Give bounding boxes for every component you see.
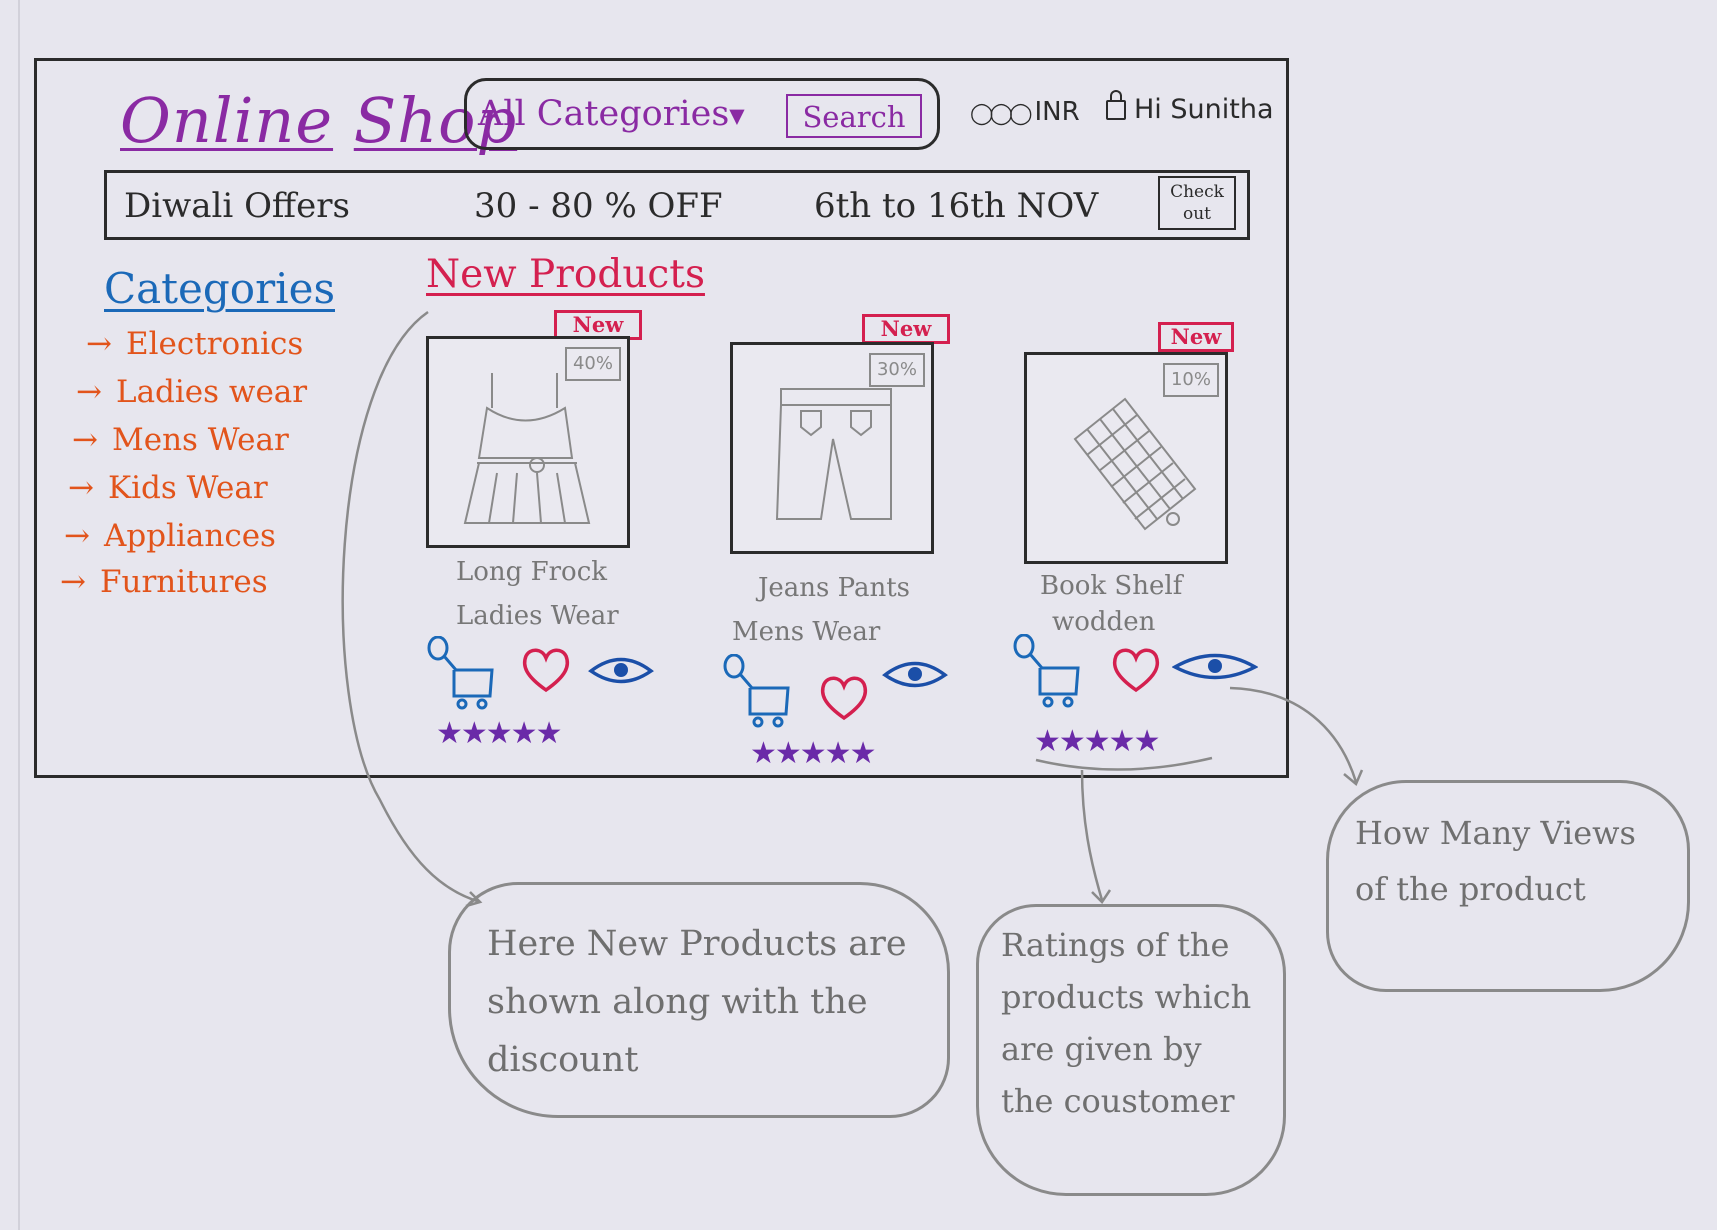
offer-banner — [104, 170, 1250, 240]
category-dropdown-label: All Categories — [478, 94, 730, 134]
sidebar-item-mens-wear[interactable]: → Mens Wear — [72, 420, 289, 460]
sidebar-item-appliances[interactable]: → Appliances — [64, 516, 276, 556]
money-icon: ◯◯◯ — [970, 101, 1032, 125]
new-badge: New — [1158, 322, 1234, 352]
discount-badge: 10% — [1163, 363, 1219, 397]
sidebar-item-label: Kids Wear — [107, 470, 268, 506]
product-category: wodden — [1052, 607, 1156, 637]
cart-icon[interactable] — [722, 654, 794, 730]
arrow-right-icon: → — [72, 422, 98, 458]
offer-discount: 30 - 80 % OFF — [474, 186, 723, 226]
annotation-new-products: Here New Products are shown along with t… — [448, 882, 950, 1118]
discount-badge: 30% — [869, 353, 925, 387]
product-category: Ladies Wear — [456, 601, 619, 631]
categories-heading: Categories — [104, 264, 335, 313]
cart-icon[interactable] — [426, 636, 498, 712]
annotation-views: How Many Views of the product — [1326, 780, 1690, 992]
lock-icon — [1106, 90, 1126, 120]
heart-icon[interactable] — [818, 674, 870, 722]
logo-word-online: Online — [120, 84, 334, 157]
arrow-right-icon: → — [86, 326, 112, 362]
product-name[interactable]: Book Shelf — [1040, 571, 1183, 601]
checkout-label-line2: out — [1182, 204, 1211, 224]
product-image[interactable]: 10% — [1024, 352, 1228, 564]
product-category: Mens Wear — [732, 617, 881, 647]
arrow-right-icon: → — [68, 470, 94, 506]
product-actions — [722, 654, 962, 730]
sidebar-item-furnitures[interactable]: → Furnitures — [60, 562, 268, 602]
pants-icon — [775, 388, 892, 520]
product-actions — [1012, 634, 1258, 710]
browser-frame — [34, 58, 1289, 778]
rating-stars: ★★★★★ — [436, 716, 562, 751]
heart-icon[interactable] — [1110, 646, 1162, 694]
cart-icon[interactable] — [1012, 634, 1084, 710]
discount-badge: 40% — [565, 347, 621, 381]
logo[interactable]: Online Shop — [120, 84, 517, 157]
annotation-ratings: Ratings of the products which are given … — [976, 904, 1286, 1196]
eye-icon[interactable] — [882, 658, 948, 692]
search-bar — [464, 78, 940, 150]
product-card[interactable]: New 40% Long Frock Ladies Wear ★★★★★ — [426, 310, 696, 780]
arrow-right-icon: → — [76, 374, 102, 410]
currency-selector[interactable]: ◯◯◯INR — [970, 94, 1080, 130]
checkout-label-line1: Check — [1170, 182, 1224, 202]
eye-icon[interactable] — [1172, 650, 1258, 684]
new-products-heading: New Products — [426, 252, 705, 297]
sidebar-item-label: Furnitures — [99, 564, 268, 600]
offer-title: Diwali Offers — [124, 186, 350, 226]
sidebar-item-label: Ladies wear — [115, 374, 308, 410]
rating-stars: ★★★★★ — [750, 736, 876, 771]
product-name[interactable]: Jeans Pants — [758, 573, 911, 603]
sidebar-item-electronics[interactable]: → Electronics — [86, 324, 303, 364]
logo-word-shop: Shop — [353, 84, 518, 157]
product-actions — [426, 636, 666, 712]
arrow-right-icon: → — [60, 564, 86, 600]
heart-icon[interactable] — [520, 646, 572, 694]
product-image[interactable]: 40% — [426, 336, 630, 548]
category-dropdown[interactable]: All Categories▼ — [478, 92, 745, 136]
sidebar-item-label: Electronics — [125, 326, 304, 362]
shelf-icon — [1073, 397, 1197, 531]
arrow-right-icon: → — [64, 518, 90, 554]
rating-stars: ★★★★★ — [1034, 724, 1160, 759]
product-card[interactable]: New 30% Jeans Pants Mens Wear ★★★★★ — [722, 314, 992, 784]
sidebar-item-label: Appliances — [103, 518, 276, 554]
sidebar-item-ladies-wear[interactable]: → Ladies wear — [76, 372, 307, 412]
greeting-text: Hi Sunitha — [1134, 94, 1274, 125]
paper-margin — [18, 0, 20, 1230]
offer-dates: 6th to 16th NOV — [814, 186, 1099, 226]
dress-icon — [463, 373, 591, 524]
currency-label: INR — [1034, 97, 1080, 127]
eye-icon[interactable] — [588, 654, 654, 688]
search-button[interactable]: Search — [786, 94, 922, 138]
product-name[interactable]: Long Frock — [456, 557, 608, 587]
chevron-down-icon: ▼ — [729, 103, 745, 128]
account-menu[interactable]: Hi Sunitha — [1106, 90, 1274, 130]
sidebar-item-label: Mens Wear — [111, 422, 289, 458]
sidebar-item-kids-wear[interactable]: → Kids Wear — [68, 468, 268, 508]
product-card[interactable]: New 10% Book Shelf wodden ★★★★★ — [1012, 322, 1282, 792]
product-image[interactable]: 30% — [730, 342, 934, 554]
